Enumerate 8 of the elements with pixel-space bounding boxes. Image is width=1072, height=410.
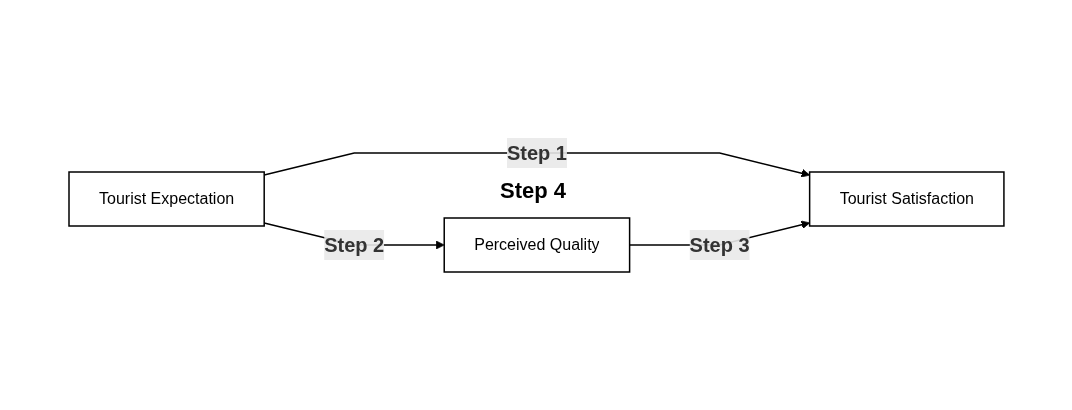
arrow	[262, 152, 810, 178]
edge-label: Step 2	[323, 234, 384, 256]
node-box: Tourist Satisfaction	[808, 171, 1005, 227]
node-box: Perceived Quality	[443, 217, 630, 273]
edge-label: Step 1	[506, 142, 567, 164]
step-label: Step 4	[500, 178, 567, 204]
edge-label: Step 3	[689, 234, 750, 256]
node-box: Tourist Expectation	[67, 171, 265, 227]
